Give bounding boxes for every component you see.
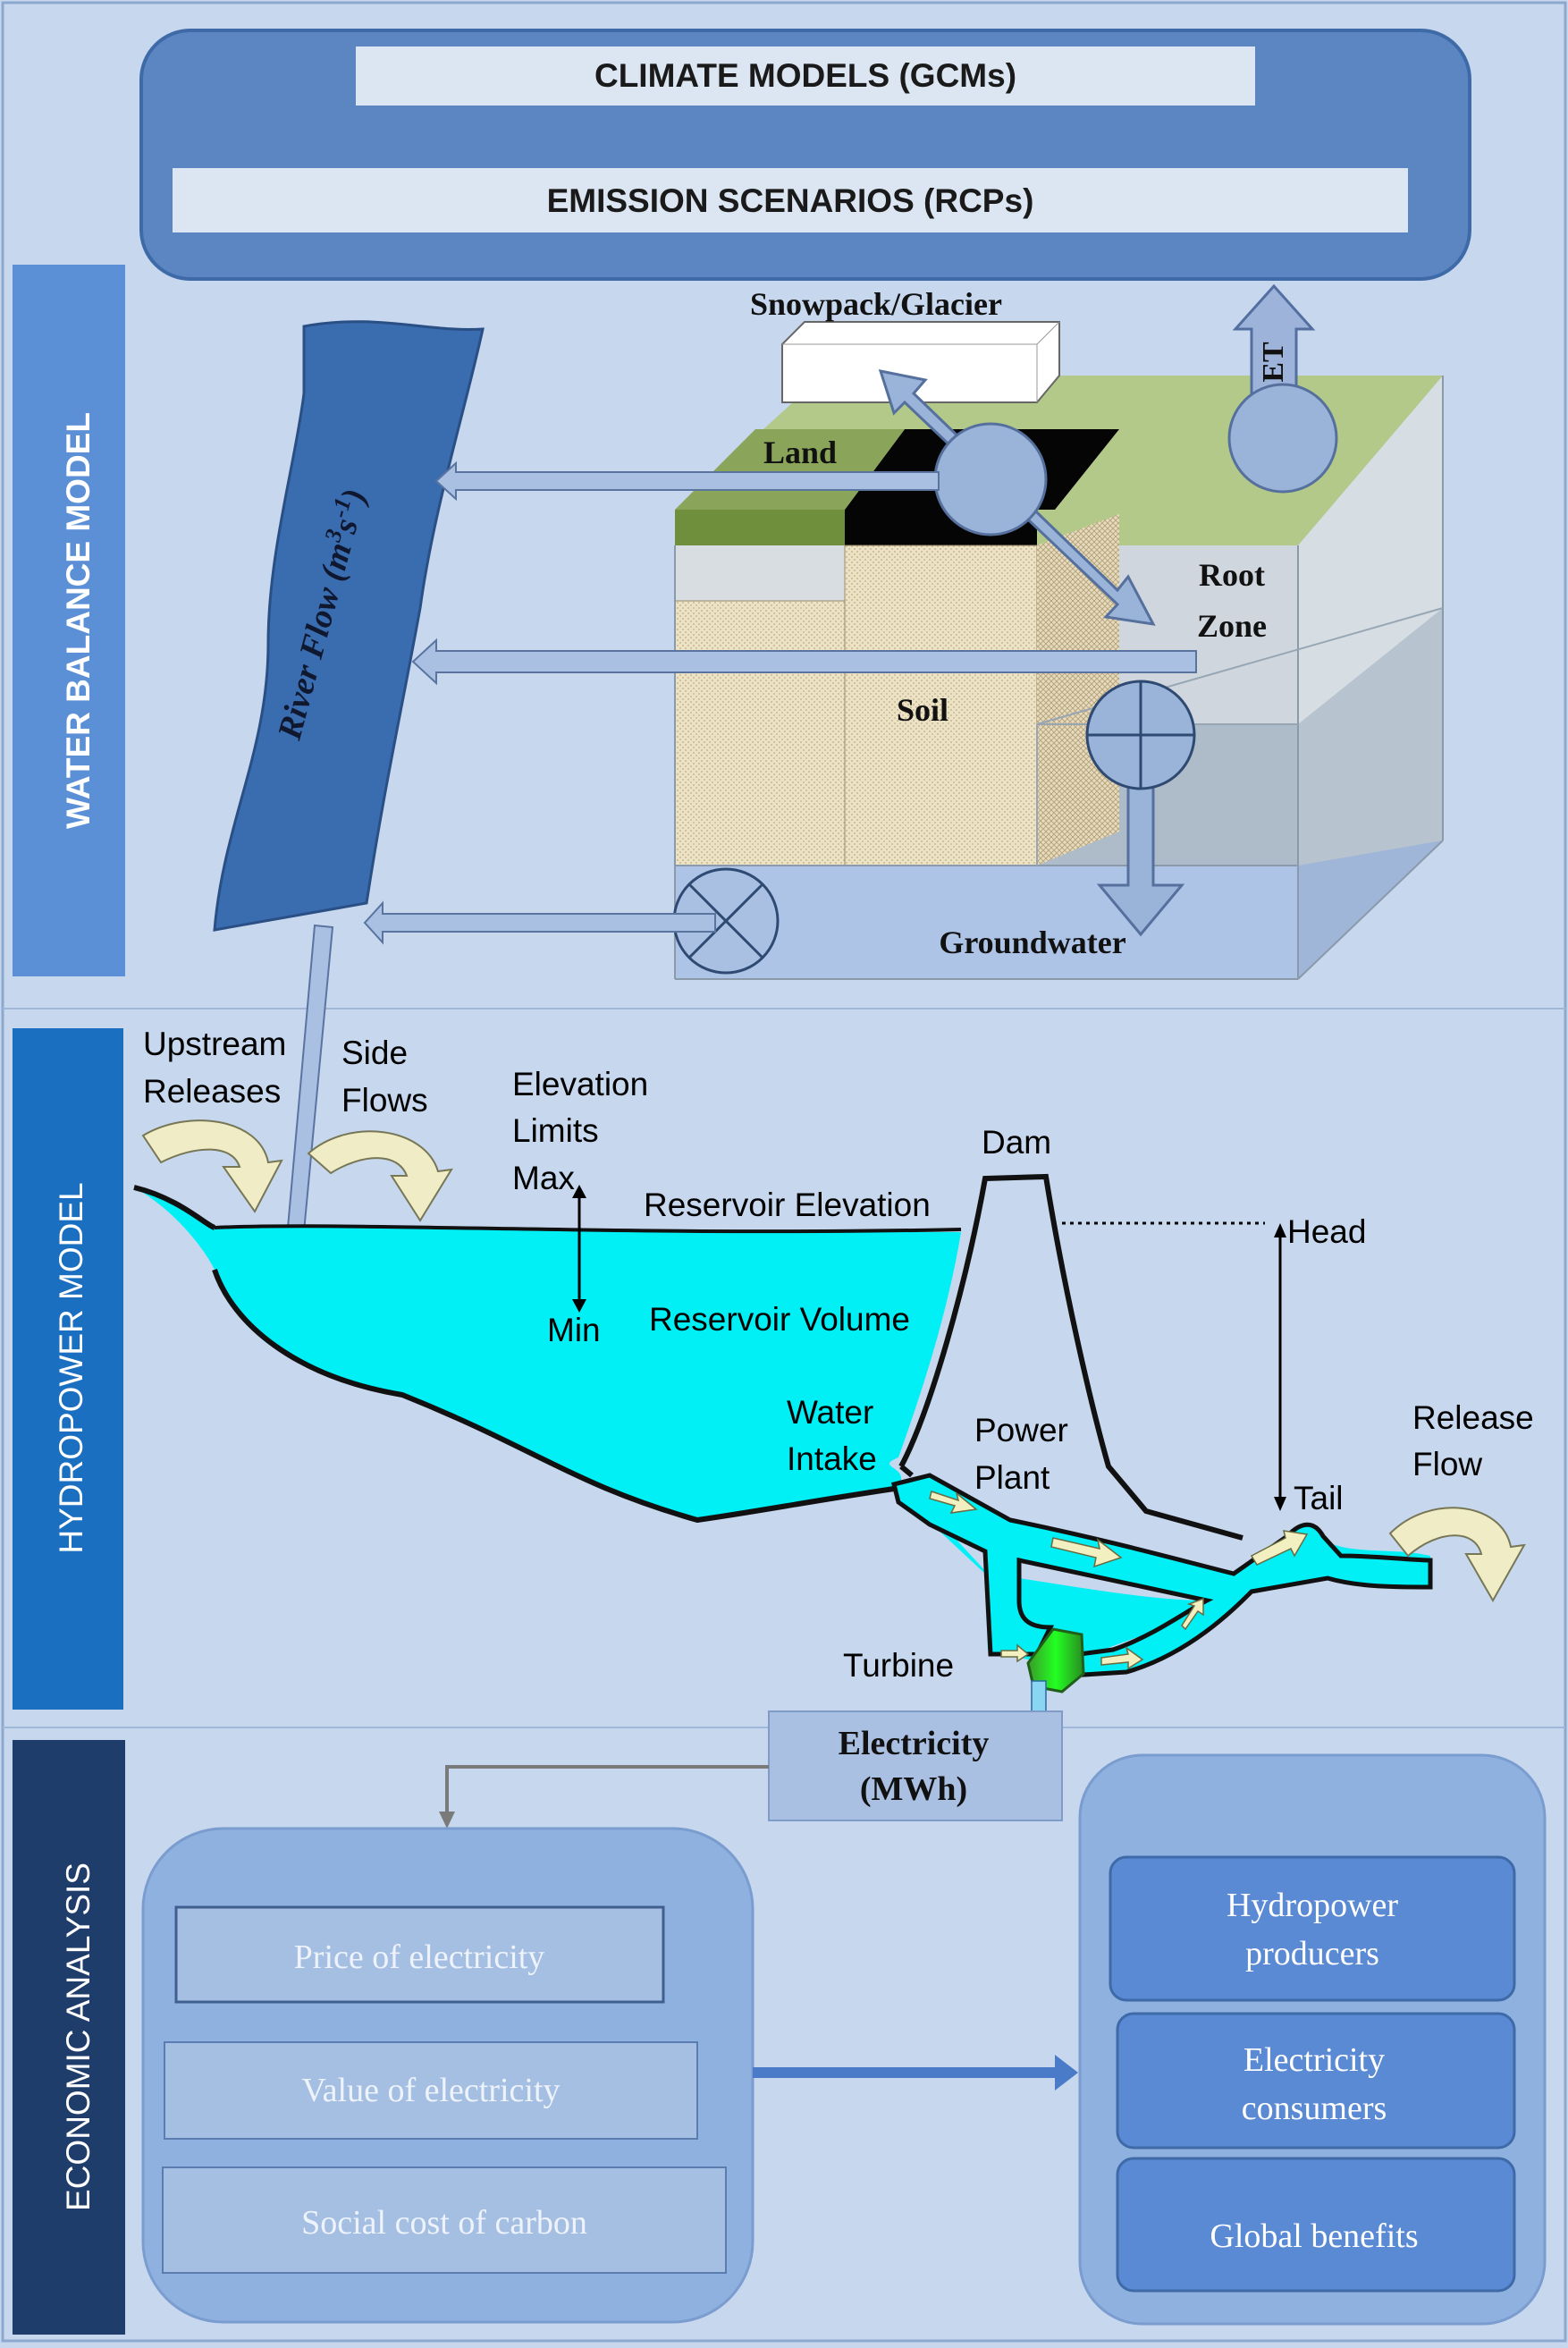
turbine-label: Turbine <box>843 1647 954 1684</box>
water-intake-label-1: Water <box>787 1394 873 1431</box>
upstream-label-1: Upstream <box>143 1026 286 1062</box>
price-of-electricity-label: Price of electricity <box>294 1938 545 1976</box>
groundwater-label: Groundwater <box>939 925 1125 960</box>
release-curved-arrow <box>1388 1507 1526 1603</box>
electricity-consumers-label-2: consumers <box>1242 2090 1387 2127</box>
water-balance-label: WATER BALANCE MODEL <box>60 412 97 829</box>
water-balance-band: WATER BALANCE MODEL <box>13 265 125 976</box>
electricity-box: Electricity (MWh) <box>768 1710 1063 1821</box>
economic-input-2: Value of electricity <box>164 2041 698 2140</box>
upstream-label-2: Releases <box>143 1073 281 1110</box>
upstream-curved-arrow <box>141 1119 283 1213</box>
head-label: Head <box>1287 1213 1366 1250</box>
interflow-arrow <box>411 638 1197 686</box>
root-label: Root <box>1199 557 1265 593</box>
zone-label: Zone <box>1197 608 1267 644</box>
snowpack-box: Snowpack/Glacier <box>750 286 1060 403</box>
economic-band: ECONOMIC ANALYSIS <box>13 1740 125 2335</box>
surface-runoff-arrow <box>434 460 940 502</box>
hydropower-producers-label-1: Hydropower <box>1227 1887 1398 1924</box>
hydropower-labels: Upstream Releases Side Flows Elevation L… <box>143 1026 1534 1684</box>
water-intake-label-2: Intake <box>787 1440 877 1477</box>
inputs-to-outputs-arrow <box>753 2055 1078 2090</box>
snow-root-arrow <box>878 369 1156 626</box>
value-of-electricity-label: Value of electricity <box>301 2072 560 2109</box>
max-label: Max <box>512 1160 575 1196</box>
elevation-label-1: Elevation <box>512 1066 648 1102</box>
et-node-icon <box>1227 383 1338 494</box>
hydropower-label: HYDROPOWER MODEL <box>53 1182 89 1553</box>
side-flow-curved-arrow <box>307 1130 453 1222</box>
economic-output-1: Hydropower producers <box>1109 1855 1516 2002</box>
reservoir-elevation-label: Reservoir Elevation <box>644 1187 931 1223</box>
dam <box>898 1173 1243 1558</box>
soil-node <box>1085 680 1196 937</box>
climate-models-label: CLIMATE MODELS (GCMs) <box>594 57 1016 94</box>
tail-label: Tail <box>1294 1480 1344 1516</box>
hydropower-band: HYDROPOWER MODEL <box>13 1028 123 1710</box>
release-flow-label-1: Release <box>1412 1399 1534 1436</box>
land-label: Land <box>763 435 837 470</box>
economic-input-1: Price of electricity <box>174 1905 665 2004</box>
et-label: ET <box>1257 342 1290 383</box>
soil-label: Soil <box>897 692 948 728</box>
et-arrow: ET <box>1227 283 1338 494</box>
flow-arrows-to-river <box>363 460 1197 945</box>
snowpack-label: Snowpack/Glacier <box>750 286 1002 322</box>
climate-scenario-box: CLIMATE MODELS (GCMs) EMISSION SCENARIOS… <box>139 29 1471 281</box>
economic-output-3: Global benefits <box>1116 2157 1516 2293</box>
release-flow-label-2: Flow <box>1412 1446 1482 1482</box>
electricity-consumers-label-1: Electricity <box>1243 2041 1385 2079</box>
economic-output-2: Electricity consumers <box>1116 2012 1516 2150</box>
land-node-icon <box>933 422 1048 536</box>
penstock <box>890 1473 1433 1679</box>
elevation-label-2: Limits <box>512 1112 599 1149</box>
power-plant-label-1: Power <box>974 1412 1068 1448</box>
economic-analysis-label: ECONOMIC ANALYSIS <box>60 1862 97 2211</box>
global-benefits-label: Global benefits <box>1210 2217 1418 2255</box>
reservoir-volume-label: Reservoir Volume <box>649 1301 910 1338</box>
emission-scenarios-label: EMISSION SCENARIOS (RCPs) <box>547 182 1034 219</box>
electricity-label: Electricity <box>839 1725 990 1762</box>
baseflow-arrow <box>363 900 716 945</box>
river-flow: River Flow (m3s-1) <box>213 320 485 932</box>
dam-label: Dam <box>982 1124 1051 1161</box>
electricity-to-inputs-connector <box>445 1765 769 1817</box>
electricity-unit-label: (MWh) <box>860 1770 967 1808</box>
power-plant-label-2: Plant <box>974 1459 1050 1496</box>
side-flows-label-1: Side <box>341 1035 408 1071</box>
min-label: Min <box>547 1312 601 1348</box>
hydropower-producers-label-2: producers <box>1245 1935 1379 1972</box>
social-cost-of-carbon-label: Social cost of carbon <box>301 2204 587 2242</box>
economic-input-3: Social cost of carbon <box>162 2166 727 2274</box>
reservoir <box>133 1185 1430 1672</box>
side-flows-label-2: Flows <box>341 1082 428 1119</box>
